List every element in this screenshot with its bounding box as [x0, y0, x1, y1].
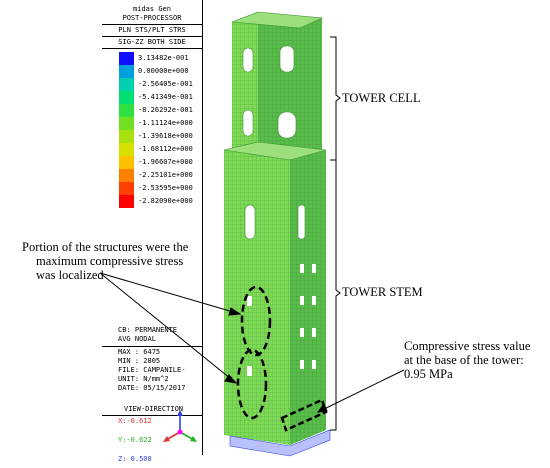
legend-label: -1.96607e+000	[138, 158, 193, 166]
contour-legend: 3.13482e-001 0.00000e+000 -2.56405e-001 -5.…	[102, 52, 202, 208]
tower-stem-bracket	[330, 159, 341, 431]
legend-row: -2.53595e+000	[102, 182, 202, 195]
tower-cell-model	[231, 11, 324, 150]
legend-swatch	[119, 65, 134, 78]
max-stress-region-upper	[240, 285, 272, 357]
portion-line-2: maximum compressive stress	[36, 254, 184, 268]
legend-swatch	[119, 117, 134, 130]
legend-row: -2.25101e+000	[102, 169, 202, 182]
max-stress-region-lower	[236, 348, 268, 420]
tower-cell-bracket	[330, 36, 341, 161]
annotation-arrows	[99, 272, 405, 413]
result-type-label: PLN STS/PLT STRS	[118, 26, 186, 34]
legend-label: -5.41349e-001	[138, 93, 193, 101]
view-z: Z: 0.500	[118, 455, 152, 463]
min-node: MIN : 2805	[118, 357, 161, 365]
averaging-mode: AVG NODAL	[118, 335, 156, 343]
portion-line-1: Portion of the structures were the	[22, 240, 189, 254]
legend-label: -2.53595e+000	[138, 184, 193, 192]
legend-row: 3.13482e-001	[102, 52, 202, 65]
file-name: FILE: CAMPANILE-	[118, 366, 186, 374]
tower-stem-model	[223, 141, 331, 457]
legend-label: -1.68112e+000	[138, 145, 193, 153]
app-name: midas Gen	[133, 5, 171, 13]
legend-swatch	[119, 143, 134, 156]
legend-swatch	[119, 156, 134, 169]
mode-label: POST-PROCESSOR	[122, 14, 182, 22]
view-direction: VIEW-DIRECTION X:-0.612 Y:-0.622 Z: 0.50…	[102, 405, 202, 464]
base-stress-region	[280, 398, 328, 432]
legend-label: -2.56405e-001	[138, 80, 193, 88]
legend-label: -1.11124e+000	[138, 119, 193, 127]
base-line-2: at the base of the tower:	[404, 353, 524, 367]
view-y: Y:-0.622	[118, 436, 152, 444]
base-line-3: 0.95 MPa	[404, 367, 453, 381]
legend-row: -2.56405e-001	[102, 78, 202, 91]
panel-divider	[202, 0, 203, 455]
legend-swatch	[119, 130, 134, 143]
result-info: CB: PERMANENTE AVG NODAL MAX : 6475 MIN …	[102, 326, 202, 393]
view-x: X:-0.612	[118, 417, 152, 425]
tower-cell-label: TOWER CELL	[342, 91, 421, 105]
legend-swatch	[119, 182, 134, 195]
unit-label: UNIT: N/mm^2	[118, 375, 169, 383]
portion-annotation: Portion of the structures were the maxim…	[22, 240, 222, 282]
load-case: CB: PERMANENTE	[118, 326, 178, 334]
legend-row: -1.68112e+000	[102, 143, 202, 156]
legend-label: 0.00000e+000	[138, 67, 189, 75]
post-processor-panel: midas Gen POST-PROCESSOR PLN STS/PLT STR…	[102, 0, 202, 464]
legend-row: -1.11124e+000	[102, 117, 202, 130]
date-label: DATE: 05/15/2017	[118, 384, 186, 392]
legend-row: -5.41349e-001	[102, 91, 202, 104]
stress-component-label: SIG-ZZ BOTH SIDE	[118, 38, 186, 46]
legend-label: -2.82090e+000	[138, 197, 193, 205]
legend-row: -1.96607e+000	[102, 156, 202, 169]
max-node: MAX : 6475	[118, 348, 161, 356]
legend-swatch	[119, 104, 134, 117]
legend-row: -1.39618e+000	[102, 130, 202, 143]
legend-row: -2.82090e+000	[102, 195, 202, 208]
view-direction-title: VIEW-DIRECTION	[124, 405, 184, 413]
axis-triad-icon	[163, 410, 197, 442]
legend-swatch	[119, 169, 134, 182]
legend-row: 0.00000e+000	[102, 65, 202, 78]
legend-swatch	[119, 91, 134, 104]
legend-label: -1.39618e+000	[138, 132, 193, 140]
tower-stem-label: TOWER STEM	[342, 285, 423, 299]
legend-row: -8.26292e-001	[102, 104, 202, 117]
legend-label: 3.13482e-001	[138, 54, 189, 62]
base-line-1: Compressive stress value	[404, 339, 531, 353]
portion-line-3: was localized	[36, 268, 104, 282]
legend-label: -8.26292e-001	[138, 106, 193, 114]
base-stress-annotation: Compressive stress value at the base of …	[404, 339, 549, 381]
legend-swatch	[119, 195, 134, 208]
legend-label: -2.25101e+000	[138, 171, 193, 179]
legend-swatch	[119, 52, 134, 65]
legend-swatch	[119, 78, 134, 91]
